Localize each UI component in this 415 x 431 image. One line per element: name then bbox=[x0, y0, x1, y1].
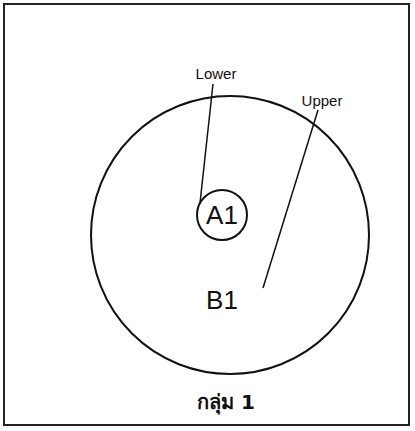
caption: กลุ่ม 1 bbox=[197, 390, 255, 414]
inner-circle: A1 bbox=[196, 189, 248, 241]
circle-outline bbox=[90, 95, 370, 375]
node-label: A1 bbox=[206, 202, 238, 228]
part-label: Lower bbox=[196, 66, 237, 81]
circle-shape bbox=[197, 190, 247, 240]
circle-shape bbox=[91, 96, 369, 374]
node-label: B1 bbox=[206, 287, 238, 313]
part-label: Upper bbox=[302, 93, 343, 108]
leader-line bbox=[200, 84, 213, 203]
outer-circle: B1 A1 bbox=[90, 95, 370, 375]
leader-line bbox=[263, 110, 318, 288]
